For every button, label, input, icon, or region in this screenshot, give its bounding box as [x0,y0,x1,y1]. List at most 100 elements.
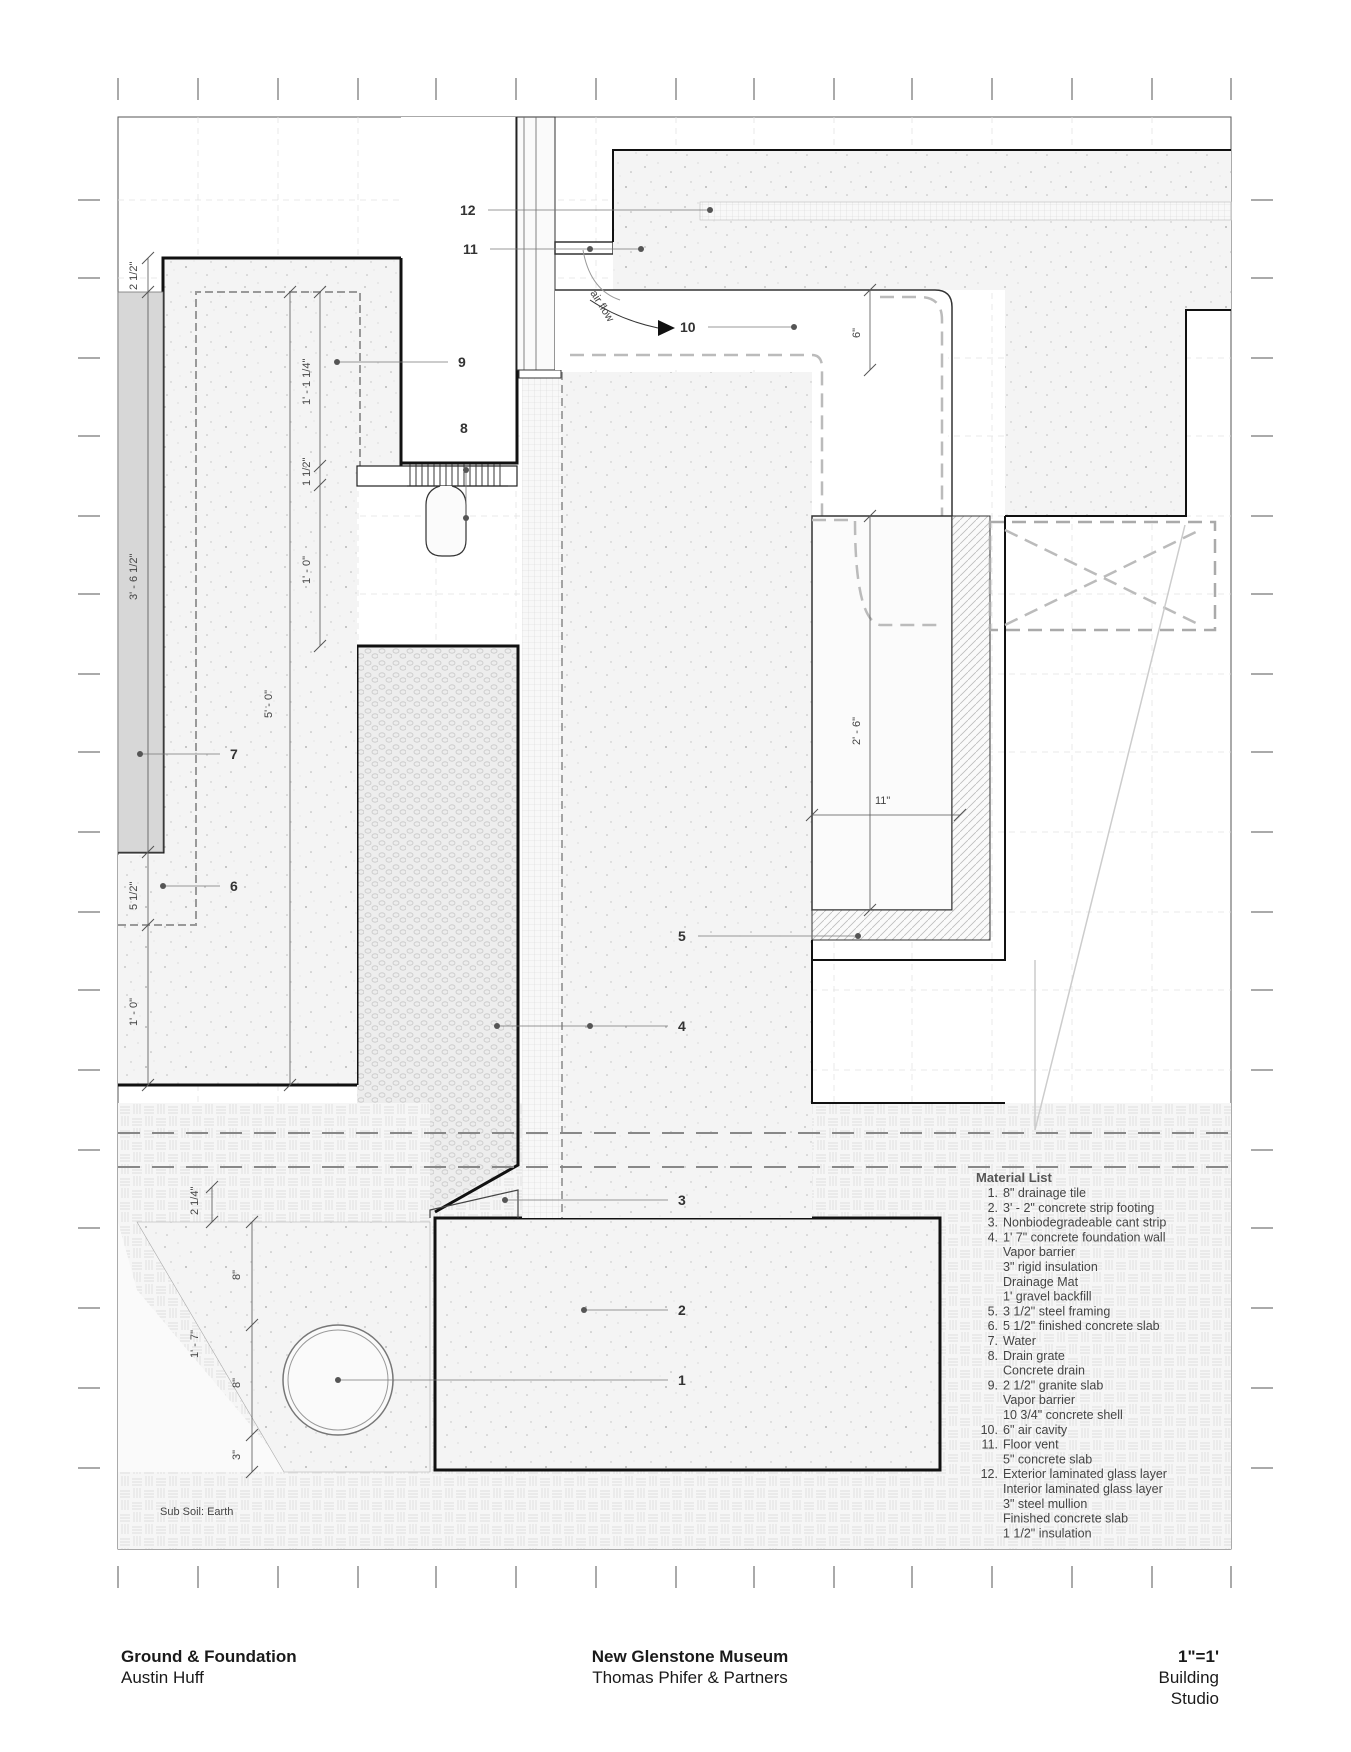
drawing-scale: 1"=1' [1178,1647,1219,1666]
material-item-text: Nonbiodegradeable cant strip [1003,1216,1166,1230]
dim-3-6-1-2: 3' - 6 1/2" [128,554,140,600]
gravel-backfill [357,646,518,1218]
steel-framing-bay [811,515,953,911]
dim-1-0-b: 1' - 0" [128,998,140,1026]
callout-4: 4 [678,1018,686,1034]
callout-6: 6 [230,878,238,894]
callout-2: 2 [678,1302,686,1318]
callout-12: 12 [460,202,476,218]
material-item-text: 5" concrete slab [1003,1452,1092,1466]
material-item-number: 12. [981,1467,998,1481]
dim-2-1-4: 2 1/4" [189,1187,201,1215]
dim-1-1-2: 1 1/2" [301,458,313,486]
strip-footing [433,1216,942,1472]
finished-slab-area [118,258,401,1085]
diagonal-line [1034,524,1186,1131]
material-item-text: 3" rigid insulation [1003,1260,1098,1274]
upper-concrete-slab [613,150,1231,516]
dim-3: 3" [231,1450,243,1460]
shell-gap [401,117,517,463]
material-item-text: 3 1/2" steel framing [1003,1304,1110,1318]
dim-6: 6" [851,328,863,338]
callout-1: 1 [678,1372,686,1388]
framing-outline [812,516,1006,961]
material-item-text: Drain grate [1003,1349,1065,1363]
floor-vent [554,241,614,255]
drawing-title: Ground & Foundation [121,1647,297,1666]
dimension-lines [147,258,960,1472]
dim-2-6: 2' - 6" [851,717,863,745]
insulation-strip [699,201,1232,221]
dashed-box [988,520,1217,632]
callout-8: 8 [460,420,468,436]
course-line-1: Building [1158,1668,1220,1687]
dim-8-b: 8" [231,1378,243,1388]
material-item-text: 2 1/2" granite slab [1003,1378,1103,1392]
dim-1-1-1-4: 1' - 1 1/4" [301,359,313,405]
material-item-text: 8" drainage tile [1003,1186,1086,1200]
material-item-number: 10. [981,1423,998,1437]
dim-11: 11" [875,795,890,807]
leader-dots [137,207,861,1383]
foundation-wall [562,372,812,1218]
material-list-title: Material List [976,1170,1053,1185]
material-item-text: Exterior laminated glass layer [1003,1467,1167,1481]
material-item-number: 7. [988,1334,998,1348]
project-name: New Glenstone Museum [591,1647,789,1666]
drain-grate-bars [409,464,501,486]
dim-1-7: 1' - 7" [189,1330,201,1358]
cavity-dashed-liner [570,353,824,516]
material-item-text: 1' 7" concrete foundation wall [1003,1230,1165,1244]
material-item-text: 1' gravel backfill [1003,1290,1092,1304]
callout-11: 11 [463,241,478,257]
material-item-text: 3" steel mullion [1003,1497,1087,1511]
dim-2-1-2: 2 1/2" [128,262,140,290]
material-item-number: 1. [988,1186,998,1200]
material-item-text: Vapor barrier [1003,1245,1075,1259]
dim-1-0-a: 1' - 0" [301,556,313,584]
title-block-center: New Glenstone Museum Thomas Phifer & Par… [570,1646,810,1688]
sub-soil-label: Sub Soil: Earth [160,1506,233,1518]
frame-ticks [78,78,1273,1588]
material-item-text: 3' - 2" concrete strip footing [1003,1201,1154,1215]
break-lines [118,1132,1231,1168]
airflow-arrowhead [658,320,675,336]
material-item-text: 10 3/4" concrete shell [1003,1408,1123,1422]
title-block-right: 1"=1' Building Studio [1159,1646,1220,1709]
dim-5-0: 5' - 0" [263,690,275,718]
material-item-number: 5. [988,1304,998,1318]
material-item-text: Finished concrete slab [1003,1512,1128,1526]
material-item-text: 6" air cavity [1003,1423,1068,1437]
material-item-number: 6. [988,1319,998,1333]
architect-name: Thomas Phifer & Partners [592,1668,788,1687]
material-item-text: Vapor barrier [1003,1393,1075,1407]
material-item-number: 3. [988,1216,998,1230]
callout-10: 10 [680,319,696,335]
dim-8-a: 8" [231,1270,243,1280]
title-block-left: Ground & Foundation Austin Huff [121,1646,297,1688]
callout-5: 5 [678,928,686,944]
leader-lines [140,209,858,1381]
callout-9: 9 [458,354,466,370]
insulation-outline [118,291,361,926]
callout-7: 7 [230,746,238,762]
material-item-number: 9. [988,1378,998,1392]
author-name: Austin Huff [121,1668,204,1687]
material-item-number: 8. [988,1349,998,1363]
material-item-text: Concrete drain [1003,1364,1085,1378]
dimension-ticks [141,251,967,1479]
course-line-2: Studio [1170,1689,1219,1708]
air-cavity [555,290,948,516]
drain-grate-frame [356,465,518,487]
material-item-text: Floor vent [1003,1438,1059,1452]
material-item-text: 1 1/2" insulation [1003,1526,1092,1540]
soil-wedge [118,1222,284,1472]
water [117,291,164,853]
material-item-text: Interior laminated glass layer [1003,1482,1163,1496]
concrete-drain [407,485,508,557]
airflow-arrow-path [589,299,659,329]
dim-5-1-2: 5 1/2" [128,882,140,910]
